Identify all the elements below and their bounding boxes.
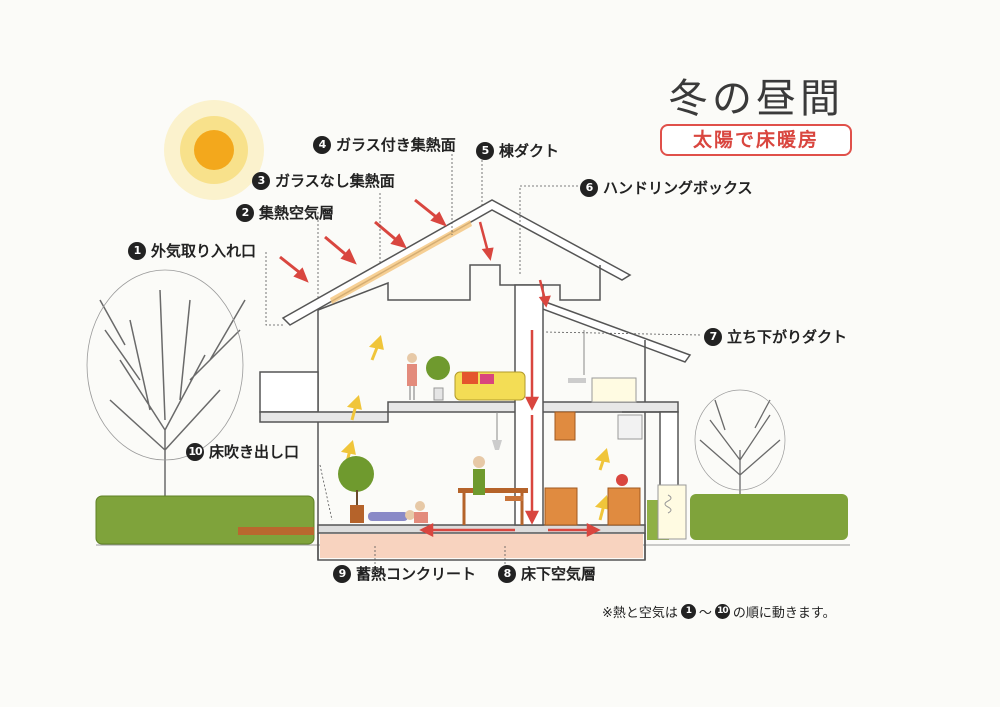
person-upper xyxy=(407,353,417,400)
label-glazed-collector: 4 ガラス付き集熱面 xyxy=(313,134,456,155)
hedge-left xyxy=(96,496,314,544)
sun-icon xyxy=(164,100,264,200)
flow-order-note: ※熱と空気は 1 ～ 10 の順に動きます。 xyxy=(602,602,836,621)
label-heat-collection-air-layer: 2 集熱空気層 xyxy=(236,202,334,223)
label-text: ハンドリングボックス xyxy=(603,177,753,198)
number-badge: 6 xyxy=(580,179,598,197)
number-badge: 7 xyxy=(704,328,722,346)
pendant-lamp-shade xyxy=(492,440,502,450)
sofa xyxy=(455,372,525,400)
number-badge: 8 xyxy=(498,565,516,583)
note-tilde: ～ xyxy=(699,602,712,621)
number-badge: 10 xyxy=(186,443,204,461)
note-suffix: の順に動きます。 xyxy=(733,602,836,621)
kettle-icon xyxy=(616,474,628,486)
range-hood xyxy=(618,415,642,439)
kitchen-counter xyxy=(545,488,577,525)
label-handling-box: 6 ハンドリングボックス xyxy=(580,177,753,198)
label-text: 集熱空気層 xyxy=(259,202,334,223)
person-child xyxy=(414,501,428,523)
label-unglazed-collector: 3 ガラスなし集熱面 xyxy=(252,170,395,191)
label-floor-outlet: 10 床吹き出し口 xyxy=(186,441,299,462)
label-text: 蓄熱コンクリート xyxy=(356,563,476,584)
label-text: 床吹き出し口 xyxy=(209,441,299,462)
number-badge: 9 xyxy=(333,565,351,583)
label-outside-air-intake: 1 外気取り入れ口 xyxy=(128,240,256,261)
water-heater xyxy=(658,485,686,539)
page-subtitle: 太陽で床暖房 xyxy=(660,124,852,156)
number-badge: 10 xyxy=(715,604,730,619)
number-badge: 1 xyxy=(128,242,146,260)
kitchen-island xyxy=(608,488,640,525)
label-ridge-duct: 5 棟ダクト xyxy=(476,140,559,161)
label-thermal-storage-concrete: 9 蓄熱コンクリート xyxy=(333,563,476,584)
upper-cabinet xyxy=(555,412,575,440)
person-standing xyxy=(473,456,485,495)
number-badge: 5 xyxy=(476,142,494,160)
number-badge: 1 xyxy=(681,604,696,619)
person-lying xyxy=(368,510,415,521)
page-title: 冬の昼間 xyxy=(668,66,844,124)
bench xyxy=(238,527,314,535)
label-text: ガラスなし集熱面 xyxy=(275,170,395,191)
potted-plant-lower xyxy=(338,456,374,523)
number-badge: 2 xyxy=(236,204,254,222)
label-text: 立ち下がりダクト xyxy=(727,326,847,347)
bathtub xyxy=(568,330,636,402)
label-underfloor-air-layer: 8 床下空気層 xyxy=(498,563,596,584)
number-badge: 4 xyxy=(313,136,331,154)
label-text: ガラス付き集熱面 xyxy=(336,134,456,155)
number-badge: 3 xyxy=(252,172,270,190)
potted-plant-upper xyxy=(426,356,450,400)
note-prefix: ※熱と空気は xyxy=(602,602,678,621)
label-text: 床下空気層 xyxy=(521,563,596,584)
label-text: 外気取り入れ口 xyxy=(151,240,256,261)
label-downflow-duct: 7 立ち下がりダクト xyxy=(704,326,847,347)
label-text: 棟ダクト xyxy=(499,140,559,161)
underfloor-air-layer xyxy=(320,534,643,558)
